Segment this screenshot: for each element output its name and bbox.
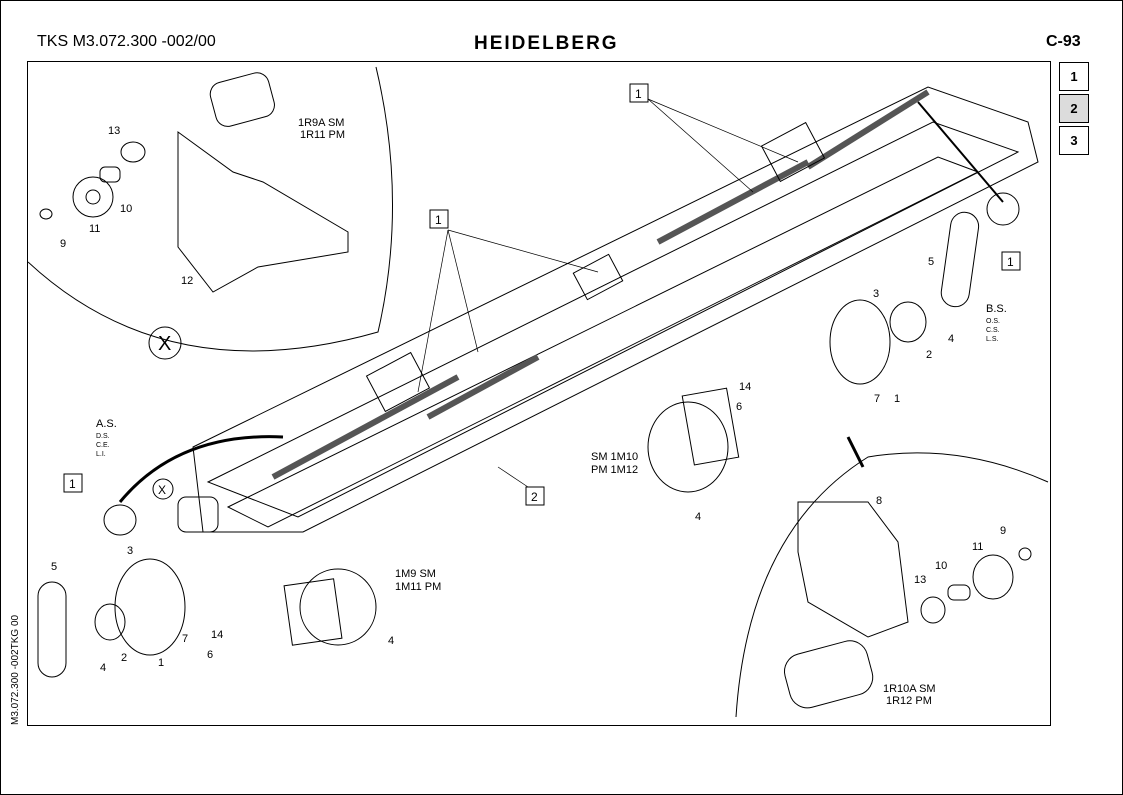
callout-box-1-right: 1: [1007, 255, 1014, 269]
part-4-right: 4: [948, 333, 954, 345]
label-motor-1r10a: 1R10A SM: [883, 683, 936, 695]
pulley-1-right: [986, 192, 1020, 226]
part-10-bottom: 10: [935, 560, 947, 572]
part-4-low: 4: [388, 635, 394, 647]
part-11-top: 11: [89, 223, 100, 235]
part-8: 8: [876, 495, 882, 507]
motor-1r9a: [209, 72, 275, 127]
part-10-top: 10: [120, 203, 132, 215]
part-2-right: 2: [926, 349, 932, 361]
part-11-bottom: 11: [972, 541, 983, 553]
washer-13-bottom: [920, 596, 946, 624]
label-bs-cs: C.S.: [986, 327, 1000, 334]
label-motor-pm-1m12: PM 1M12: [591, 464, 638, 476]
part-4-left: 4: [100, 662, 106, 674]
side-tabs: 1 2 3: [1059, 62, 1089, 158]
gear-1-right: [829, 299, 891, 385]
brand-logo: HEIDELBERG: [474, 33, 619, 54]
part-5-left: 5: [51, 561, 57, 573]
carriage-right: [760, 121, 826, 183]
belt-5-left: [37, 581, 67, 678]
motor-sm-1m10: [647, 401, 729, 493]
part-1-left: 1: [158, 657, 164, 669]
detail-circle-bottom: [735, 452, 1049, 718]
part-14-left: 14: [211, 629, 223, 641]
label-as-ds: D.S.: [96, 433, 110, 440]
callout-box-1-mid: 1: [435, 213, 442, 227]
nut-9: [39, 208, 53, 220]
nut-9-bottom: [1018, 547, 1032, 561]
label-as: A.S.: [96, 418, 117, 430]
callout-box-1-top: 1: [635, 87, 642, 101]
label-motor-1r12: 1R12 PM: [886, 695, 932, 707]
part-4-mid: 4: [695, 511, 701, 523]
label-motor-sm-1m10: SM 1M10: [591, 451, 638, 463]
part-7-right: 7: [874, 393, 880, 405]
label-bs: B.S.: [986, 303, 1007, 315]
motor-x-detail: [177, 496, 219, 533]
detail-x-label: X: [158, 333, 171, 355]
part-7-left: 7: [182, 633, 188, 645]
page-number: C-93: [1046, 33, 1081, 50]
part-5-right: 5: [928, 256, 934, 268]
detail-x-marker: [148, 326, 182, 360]
vertical-document-code: M3.072.300 -002TKG 00: [10, 614, 21, 725]
part-13-top: 13: [108, 125, 120, 137]
detail-x-label-small: X: [158, 483, 166, 497]
pulley-11-bottom: [972, 554, 1014, 600]
callout-box-1-left: 1: [69, 477, 76, 491]
bracket-12: [177, 131, 349, 293]
exploded-parts-drawing: 1 1 1 1 2 X X 1R9A SM 1R11 PM 1R10A SM 1…: [27, 61, 1051, 726]
part-6-left: 6: [207, 649, 213, 661]
label-as-ce: C.E.: [96, 442, 110, 449]
side-tab-3[interactable]: 3: [1059, 126, 1089, 155]
document-code: TKS M3.072.300 -002/00: [37, 33, 216, 50]
part-9-top: 9: [60, 238, 66, 250]
lead-screw-right-1: [656, 159, 810, 245]
part-1-right: 1: [894, 393, 900, 405]
part-3-right: 3: [873, 288, 879, 300]
pulley-11: [72, 176, 114, 218]
side-tab-2[interactable]: 2: [1059, 94, 1089, 123]
label-as-li: L.I.: [96, 451, 106, 458]
belt-5-right: [940, 211, 980, 308]
detail-circle-top: [27, 66, 394, 352]
pulley-2-right: [889, 301, 927, 343]
label-motor-1r11: 1R11 PM: [300, 129, 345, 141]
washer-13: [120, 141, 146, 163]
shaft-10-bottom: [947, 584, 971, 601]
motor-1r10a: [783, 640, 874, 709]
part-9-bottom: 9: [1000, 525, 1006, 537]
part-13-bottom: 13: [914, 574, 926, 586]
lead-screw-left-2: [426, 354, 540, 420]
frame-inner: [206, 121, 1020, 518]
part-3-left: 3: [127, 545, 133, 557]
part-12: 12: [181, 275, 193, 287]
pulley-2-left: [94, 603, 126, 641]
carriage-left: [365, 351, 431, 413]
bracket-8: [797, 501, 909, 638]
motor-1m9: [299, 568, 377, 646]
part-14-mid: 14: [739, 381, 751, 393]
label-motor-1m9: 1M9 SM: [395, 568, 436, 580]
drawing-canvas: 1 1 1 1 2 X X 1R9A SM 1R11 PM 1R10A SM 1…: [27, 66, 1049, 718]
carriage-mid: [572, 253, 624, 301]
label-motor-1r9a: 1R9A SM: [298, 117, 344, 129]
gear-1-left: [114, 558, 186, 656]
label-bs-os: O.S.: [986, 318, 1000, 325]
pulley-1-left: [103, 504, 137, 536]
label-bs-ls: L.S.: [986, 336, 999, 343]
side-tab-1[interactable]: 1: [1059, 62, 1089, 91]
lead-screw-left-1: [271, 374, 460, 480]
lead-screw-right-2: [806, 89, 930, 170]
callout-box-2: 2: [531, 490, 538, 504]
part-2-left: 2: [121, 652, 127, 664]
shaft-10: [99, 166, 121, 183]
label-motor-1m11: 1M11 PM: [395, 581, 441, 593]
part-6-mid: 6: [736, 401, 742, 413]
